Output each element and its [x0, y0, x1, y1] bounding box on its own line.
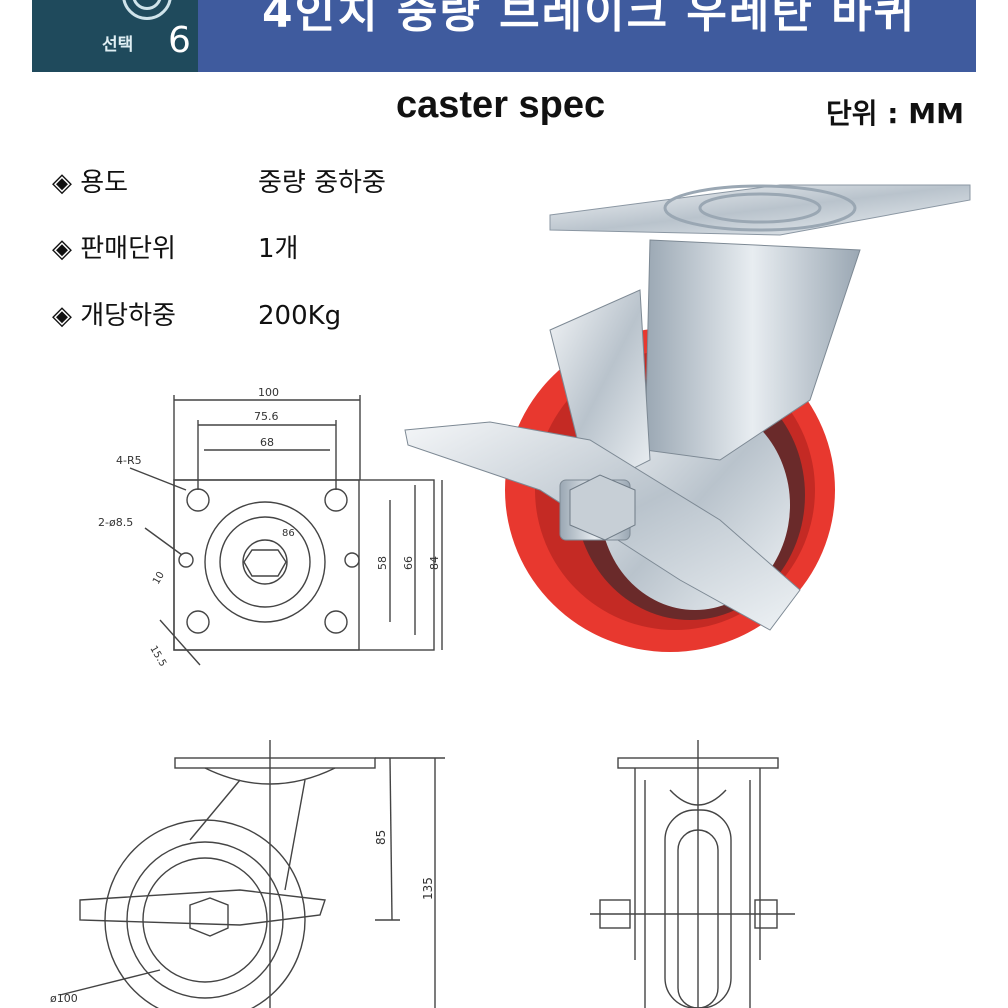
dim-84: 84: [428, 556, 441, 570]
unit-label: 단위 : MM: [826, 97, 964, 130]
caster-wheel-image: [404, 184, 971, 652]
dim-100: 100: [258, 386, 279, 399]
spec-label: 용도: [80, 168, 129, 198]
diamond-bullet-icon: ◈: [52, 168, 72, 198]
dim-66: 66: [402, 556, 415, 570]
front-view-drawing: [590, 740, 795, 1008]
side-view-drawing: 85 135 ø100: [50, 740, 445, 1008]
header-title: 4인치 중량 브레이크 우레탄 바퀴: [262, 0, 917, 38]
diamond-bullet-icon: ◈: [52, 301, 72, 331]
dim-75-6: 75.6: [254, 410, 279, 423]
dim-85: 85: [374, 830, 388, 845]
diamond-bullet-icon: ◈: [52, 234, 72, 264]
spec-title: caster spec: [396, 84, 606, 126]
spec-row-sale-unit: ◈ 판매단위 1개: [52, 228, 298, 265]
dim-10: 10: [151, 570, 167, 587]
dim-68: 68: [260, 436, 274, 449]
badge-label: 선택: [102, 35, 134, 55]
spec-value: 200Kg: [258, 301, 342, 331]
spec-value: 1개: [258, 234, 299, 264]
dim-135: 135: [421, 877, 435, 900]
spec-label: 개당하중: [80, 301, 176, 331]
spec-row-usage: ◈ 용도 중량 중하중: [52, 162, 386, 199]
dim-d100: ø100: [50, 992, 78, 1005]
spec-label: 판매단위: [80, 234, 176, 264]
spec-value: 중량 중하중: [258, 168, 386, 198]
top-plate-drawing: 100 75.6 68 4-R5 2-ø8.5 86 58 66 84 10 1…: [98, 386, 443, 669]
spec-row-load: ◈ 개당하중 200Kg: [52, 295, 341, 332]
badge-number: 6: [168, 20, 191, 61]
dim-4r5: 4-R5: [116, 454, 142, 467]
dim-58: 58: [376, 556, 389, 570]
dim-hole: 2-ø8.5: [98, 516, 133, 529]
option-badge: 선택 6: [32, 0, 198, 72]
dim-15-5: 15.5: [147, 644, 168, 669]
dim-86: 86: [282, 528, 295, 539]
